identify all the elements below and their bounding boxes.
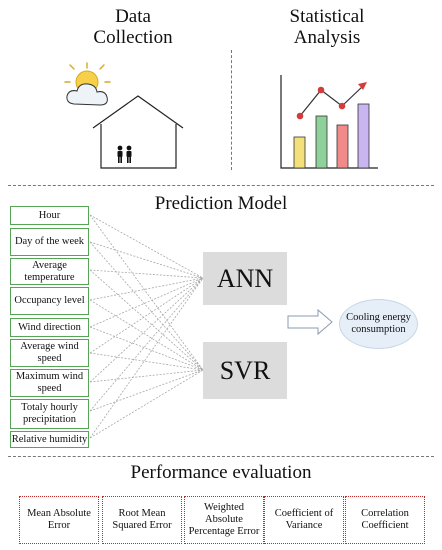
house-icon [92,95,184,169]
model-ann: ANN [203,252,287,305]
data-collection-title: Data Collection [93,6,173,48]
input-maximum-wind-speed: Maximum wind speed [10,369,89,397]
model-svr: SVR [203,342,287,399]
top-divider [231,50,232,170]
input-average-temperature: Average temperature [10,258,89,285]
metric-rmse: Root Mean Squared Error [102,496,182,544]
divider-bottom [8,456,434,457]
cloud-icon [66,83,108,106]
metric-wape: Weighted Absolute Percentage Error [184,496,264,544]
input-wind-direction: Wind direction [10,318,89,337]
connection-lines [89,214,204,439]
input-relative-humidity: Relative humidity [10,431,89,448]
metric-correlation: Correlation Coefficient [345,496,425,544]
bar-chart-icon [280,75,378,169]
performance-evaluation-title: Performance evaluation [130,462,312,483]
output-cooling-energy: Cooling energy consumption [339,299,418,349]
divider-top [8,185,434,186]
input-average-wind-speed: Average wind speed [10,339,89,367]
input-hourly-precipitation: Totaly hourly precipitation [10,399,89,429]
people-icon [117,145,132,163]
input-hour: Hour [10,206,89,225]
metric-cv: Coefficient of Variance [264,496,344,544]
metric-mae: Mean Absolute Error [19,496,99,544]
input-occupancy-level: Occupancy level [10,287,89,315]
output-arrow-icon [287,308,333,336]
statistical-analysis-title: Statistical Analysis [289,6,365,48]
prediction-model-title: Prediction Model [154,193,288,214]
input-day-of-week: Day of the week [10,228,89,256]
